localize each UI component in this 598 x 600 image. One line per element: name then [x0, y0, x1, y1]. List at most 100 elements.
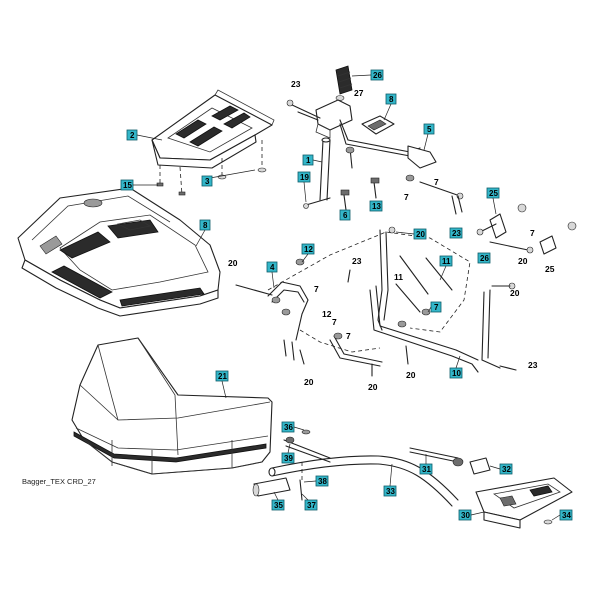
plain-label: 20: [368, 382, 378, 392]
svg-text:5: 5: [427, 125, 432, 134]
plain-label: 23: [291, 79, 301, 89]
callout-6: 6: [339, 209, 351, 221]
plain-label-rod: 11: [394, 272, 403, 282]
svg-text:4: 4: [270, 263, 275, 272]
svg-text:26: 26: [480, 254, 489, 263]
plain-label: 7: [332, 317, 337, 327]
callout-32: 32: [489, 463, 513, 475]
plain-label: 7: [434, 177, 439, 187]
handle-grip-lower-part: [252, 477, 291, 497]
plain-label: 7: [314, 284, 319, 294]
plain-label: 7: [530, 228, 535, 238]
callout-5: 5: [423, 123, 435, 151]
callout-12-top: 12: [301, 243, 315, 263]
svg-text:38: 38: [318, 477, 327, 486]
latch-plate-part: [475, 477, 573, 529]
svg-text:6: 6: [343, 211, 348, 220]
callout-1: 1: [302, 154, 323, 166]
plain-label: 20: [228, 258, 238, 268]
svg-text:37: 37: [307, 501, 316, 510]
svg-text:7: 7: [434, 303, 439, 312]
plain-labels: 23 27 7 7 20 7 23 7 25 20 20 7 12 7 20 2…: [228, 79, 555, 392]
svg-text:30: 30: [461, 511, 470, 520]
svg-text:8: 8: [389, 95, 394, 104]
grass-bag-part: [71, 337, 273, 475]
callout-26-right: 26: [477, 252, 491, 264]
callout-25: 25: [486, 187, 500, 215]
upper-bracket-part: [286, 99, 395, 139]
svg-text:15: 15: [123, 181, 132, 190]
callout-33: 33: [383, 463, 397, 497]
svg-text:12: 12: [304, 245, 313, 254]
callout-30: 30: [458, 509, 485, 521]
callout-19: 19: [297, 171, 311, 203]
plain-label: 7: [346, 331, 351, 341]
callout-15: 15: [120, 179, 158, 191]
plain-label: 20: [510, 288, 520, 298]
plain-label: 25: [545, 264, 555, 274]
plain-label: 27: [354, 88, 364, 98]
svg-text:33: 33: [386, 487, 395, 496]
svg-text:3: 3: [205, 177, 210, 186]
callout-8-lid: 8: [195, 219, 211, 247]
dump-handle-part: [268, 455, 459, 507]
plain-label: 20: [406, 370, 416, 380]
plain-label: 20: [518, 256, 528, 266]
svg-text:10: 10: [452, 369, 461, 378]
lever-rod-part: [339, 119, 437, 169]
plain-label: 7: [404, 192, 409, 202]
callout-36: 36: [281, 421, 305, 433]
callout-26-top: 26: [351, 69, 384, 81]
callout-39: 39: [281, 443, 295, 464]
svg-text:19: 19: [300, 173, 309, 182]
svg-text:8: 8: [203, 221, 208, 230]
callout-23-right: 23: [449, 227, 463, 239]
svg-text:35: 35: [274, 501, 283, 510]
callout-20-top: 20: [395, 228, 427, 240]
diagram-caption: Bagger_TEX CRD_27: [22, 477, 96, 486]
vertical-rod-part: [303, 137, 331, 209]
svg-text:31: 31: [422, 465, 431, 474]
callout-4: 4: [266, 261, 278, 289]
callout-37: 37: [301, 493, 318, 511]
svg-text:39: 39: [284, 454, 293, 463]
cover-plate-fasteners: [156, 140, 267, 196]
callout-38: 38: [303, 475, 329, 487]
plain-label: 20: [304, 377, 314, 387]
svg-text:11: 11: [442, 257, 451, 266]
callout-10: 10: [449, 355, 463, 379]
plain-label: 12: [322, 309, 332, 319]
plain-label: 23: [528, 360, 538, 370]
svg-text:13: 13: [372, 202, 381, 211]
callout-31: 31: [419, 454, 433, 475]
frame-hardware: [235, 226, 517, 377]
handle-grip-part: [335, 65, 353, 101]
svg-text:2: 2: [130, 131, 135, 140]
bagger-lid-part: [17, 187, 221, 317]
svg-text:36: 36: [284, 423, 293, 432]
bagger-frame-part: [267, 229, 501, 373]
callout-8-bracket: 8: [383, 93, 397, 121]
svg-text:34: 34: [562, 511, 571, 520]
svg-text:1: 1: [306, 156, 311, 165]
callout-13: 13: [369, 200, 383, 212]
callout-34: 34: [551, 509, 573, 521]
latch-hardware-part: [476, 203, 577, 255]
callout-11: 11: [439, 255, 453, 281]
svg-text:32: 32: [502, 465, 511, 474]
svg-text:20: 20: [416, 230, 425, 239]
upper-small-hardware: [340, 174, 464, 215]
svg-text:21: 21: [218, 372, 227, 381]
plain-label: 23: [352, 256, 362, 266]
callout-2: 2: [126, 129, 163, 141]
svg-text:23: 23: [452, 229, 461, 238]
svg-text:26: 26: [373, 71, 382, 80]
svg-text:25: 25: [489, 189, 498, 198]
callout-3: 3: [201, 175, 213, 187]
callout-21: 21: [215, 370, 229, 399]
cover-plate-part: [151, 89, 275, 169]
callout-7-mid: 7: [427, 301, 442, 313]
lower-small-hardware: [283, 429, 491, 501]
callout-35: 35: [271, 491, 285, 511]
